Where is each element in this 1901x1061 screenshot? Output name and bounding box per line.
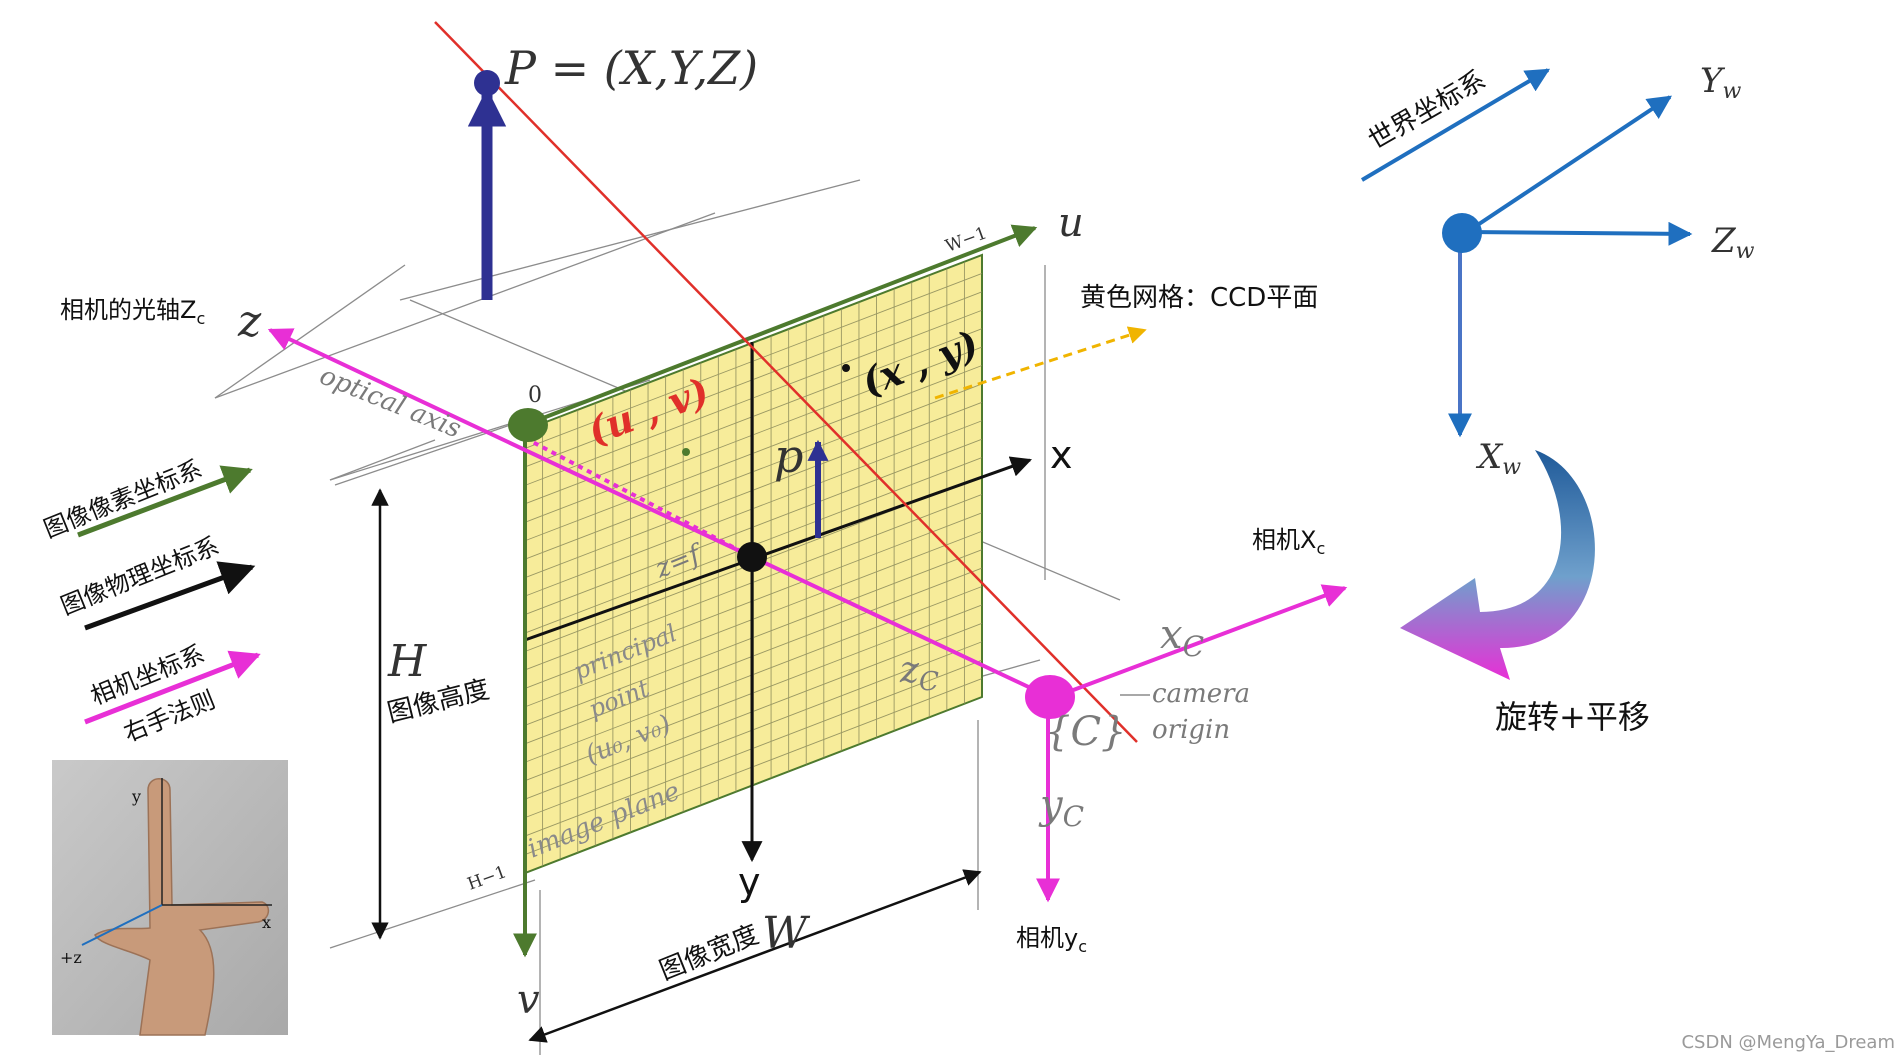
- legend-camera-arrow: [84, 650, 261, 725]
- xy-point-dot: [842, 364, 850, 372]
- v-axis-label: v: [517, 977, 540, 1023]
- yc-axis-label: yC: [1038, 782, 1084, 833]
- pixel-origin-dot: [508, 408, 548, 442]
- xc-axis-label: xC: [1160, 612, 1204, 663]
- legend-pixel-arrow: [77, 465, 253, 538]
- camera-origin-dot: [1025, 675, 1075, 719]
- z-axis-label: z: [237, 296, 262, 347]
- ccd-pointer: [934, 326, 1147, 400]
- hand-z-axis: [81, 904, 163, 946]
- world-zw-axis: [1466, 221, 1693, 246]
- world-zw-label: Zw: [1711, 221, 1755, 264]
- legend-pixel-label: 图像像素坐标系: [40, 455, 206, 544]
- image-width-label: 图像宽度: [655, 920, 763, 987]
- image-x-axis: [524, 456, 1032, 642]
- world-xw-label: Xw: [1475, 437, 1521, 480]
- u-axis: [524, 224, 1038, 427]
- camera-yc-label: 相机yc: [1016, 924, 1087, 956]
- point-P-dot: [474, 70, 500, 96]
- H-label: H: [387, 636, 428, 687]
- W-label: W: [762, 908, 811, 959]
- origin-zero-label: 0: [528, 383, 542, 408]
- world-origin-dot: [1442, 213, 1482, 253]
- uv-point-dot: [682, 448, 690, 456]
- optical-axis-dotted: [524, 436, 753, 559]
- yellow-grid-label: 黄色网格：CCD平面: [1080, 283, 1318, 313]
- hand-z-label: +z: [60, 948, 82, 967]
- camera-xc-label: 相机Xc: [1252, 526, 1325, 558]
- csdn-watermark: CSDN @MengYa_Dream: [1681, 1032, 1895, 1053]
- hand-x-label: x: [262, 913, 271, 932]
- h-minus-1-label: H−1: [465, 862, 509, 894]
- rotation-curve-arrow: [1400, 450, 1595, 680]
- rotation-translation-label: 旋转+平移: [1495, 698, 1650, 736]
- camera-origin-label-2: origin: [1152, 715, 1230, 745]
- world-yw-axis: [1465, 95, 1672, 234]
- p-label: p: [774, 429, 803, 483]
- hand-y-label: y: [131, 787, 141, 806]
- world-yw-label: Yw: [1700, 61, 1741, 104]
- camera-z-axis: [267, 328, 1053, 700]
- u-axis-label: u: [1058, 200, 1084, 246]
- optical-axis-text: optical axis: [315, 361, 465, 445]
- w-minus-1-label: W−1: [943, 223, 990, 256]
- camera-xc-axis: [1051, 584, 1348, 700]
- principal-point-dot: [737, 542, 767, 572]
- zc-axis-label: zC: [899, 650, 939, 697]
- C-label: {C}: [1045, 709, 1127, 755]
- image-y-label: y: [738, 860, 761, 904]
- camera-origin-label-1: camera: [1152, 679, 1250, 709]
- projection-ray: [434, 21, 1138, 743]
- legend-physical-arrow: [84, 561, 256, 631]
- camera-optical-axis-label: 相机的光轴Zc: [60, 296, 205, 328]
- width-dimension: [528, 869, 982, 1043]
- point-P-label: P = (X,Y,Z): [504, 41, 758, 95]
- image-x-label: x: [1050, 433, 1073, 477]
- right-hand-photo: y x +z: [52, 760, 288, 1036]
- world-label-arrow: [1360, 68, 1551, 182]
